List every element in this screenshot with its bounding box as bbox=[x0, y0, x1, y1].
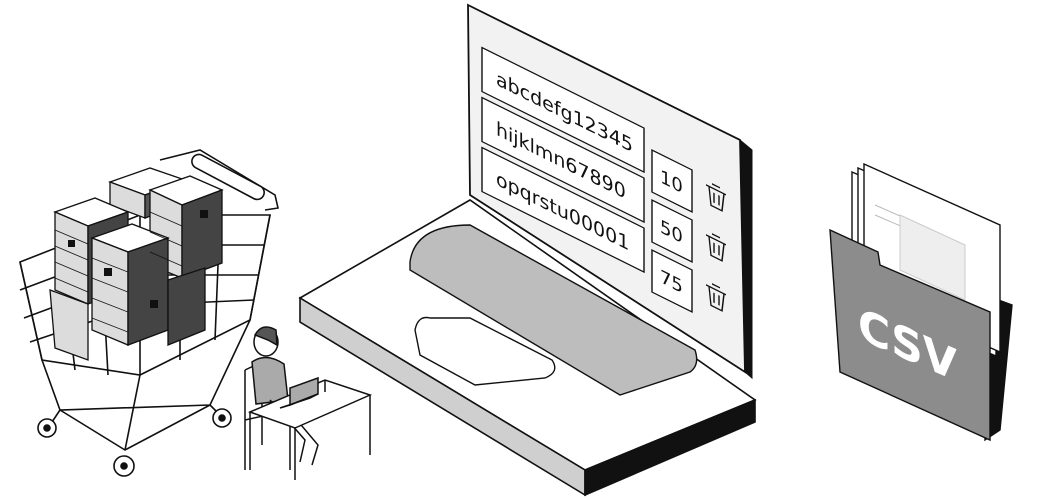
sku-field[interactable] bbox=[481, 146, 645, 274]
person-at-desk-icon bbox=[244, 326, 373, 480]
laptop-screen: abcdefg12345 10 hijklmn67890 50 opqrstu0… bbox=[481, 46, 726, 313]
sku-field[interactable] bbox=[481, 96, 645, 224]
trash-icon[interactable] bbox=[706, 231, 726, 263]
qty-field[interactable] bbox=[651, 148, 693, 213]
cart-wheels bbox=[37, 408, 232, 477]
sku-field[interactable] bbox=[481, 46, 645, 174]
trash-icon[interactable] bbox=[706, 181, 726, 213]
qty-field[interactable] bbox=[651, 248, 693, 313]
qty-field[interactable] bbox=[651, 198, 693, 263]
boxes-icon bbox=[49, 167, 224, 361]
csv-folder-icon: CSV bbox=[829, 162, 1013, 442]
trash-icon[interactable] bbox=[706, 281, 726, 313]
